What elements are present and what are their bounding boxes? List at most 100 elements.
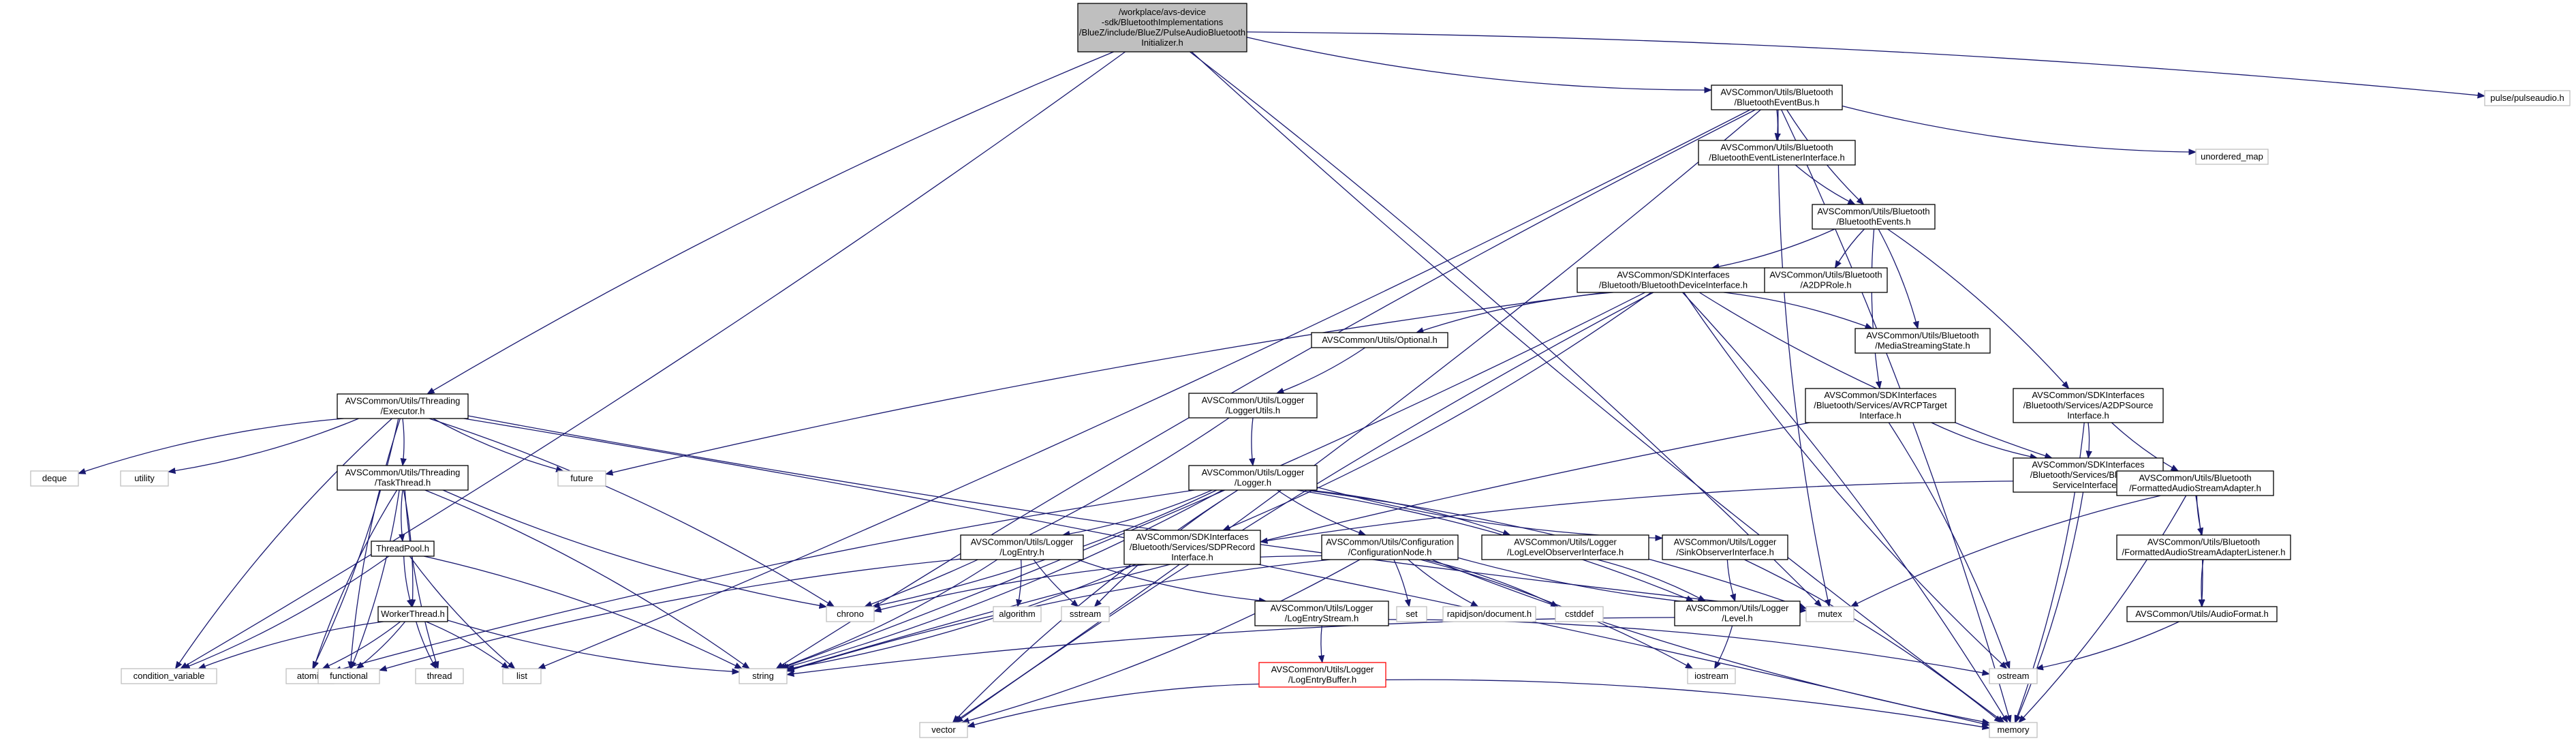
edge-workerthread-to-atomic: [322, 621, 401, 669]
node-loggerutils[interactable]: AVSCommon/Utils/Logger/LoggerUtils.h: [1188, 393, 1318, 419]
edge-loggerutils-to-chrono: [864, 417, 1230, 607]
node-box: [1805, 606, 1855, 622]
node-label-line: /LoggerUtils.h: [1226, 406, 1280, 416]
edge-logentrystream-to-logentrybuffer: [1318, 625, 1325, 664]
node-label-line: Interface.h: [2067, 410, 2109, 421]
node-box: [1077, 3, 1247, 52]
node-label-line: AVSCommon/Utils/Logger: [1514, 537, 1617, 547]
edge-taskthread-to-threadpool: [399, 489, 405, 543]
node-label-line: /Level.h: [1722, 613, 1753, 624]
node-label-line: rapidjson/document.h: [1447, 609, 1532, 619]
node-box: [919, 722, 968, 738]
node-eventlistener[interactable]: AVSCommon/Utils/Bluetooth/BluetoothEvent…: [1698, 140, 1856, 166]
edge-logger-to-loglevelobs: [1307, 489, 1511, 536]
node-box: [1674, 600, 1801, 626]
edge-root-to-eventbus: [1246, 36, 1713, 93]
node-box: [1311, 332, 1448, 348]
edge-threadpool-to-string: [423, 556, 743, 669]
node-label-line: AVSCommon/Utils/Bluetooth: [1769, 270, 1882, 280]
node-box: [2195, 149, 2269, 165]
edge-taskthread-to-functional: [350, 489, 400, 670]
node-box: [1321, 534, 1459, 560]
node-mediastate[interactable]: AVSCommon/Utils/Bluetooth/MediaStreaming…: [1855, 328, 1991, 354]
node-set: set: [1396, 606, 1427, 622]
edge-executor-to-deque: [77, 418, 344, 474]
node-label-line: /TaskThread.h: [375, 478, 431, 488]
node-box: [121, 668, 217, 684]
node-eventbus[interactable]: AVSCommon/Utils/Bluetooth/BluetoothEvent…: [1711, 85, 1843, 110]
edge-root-to-condvar: [179, 51, 1126, 669]
node-logentrybuffer[interactable]: AVSCommon/Utils/Logger/LogEntryBuffer.h: [1258, 662, 1386, 688]
edge-executor-to-condvar: [174, 418, 392, 669]
node-label-line: /LogEntryStream.h: [1285, 613, 1359, 624]
node-label-line: AVSCommon/Utils/Logger: [1686, 603, 1789, 613]
node-events[interactable]: AVSCommon/Utils/Bluetooth/BluetoothEvent…: [1812, 204, 1936, 230]
node-taskthread[interactable]: AVSCommon/Utils/Threading/TaskThread.h: [337, 465, 469, 491]
edge-confignode-to-set: [1393, 559, 1411, 608]
node-box: [1481, 534, 1649, 560]
edge-taskthread-to-thread: [404, 489, 439, 670]
node-box: [557, 470, 606, 487]
node-box: [2116, 534, 2291, 560]
node-label-line: functional: [330, 671, 368, 681]
edge-serviceiface-to-memory: [2015, 491, 2084, 724]
node-box: [1254, 600, 1389, 626]
node-condvar: condition_variable: [121, 668, 217, 684]
node-label-line: AVSCommon/SDKInterfaces: [2032, 459, 2145, 470]
node-label-line: /A2DPRole.h: [1800, 280, 1851, 290]
edge-workerthread-to-thread: [416, 621, 437, 670]
node-loglevelobs[interactable]: AVSCommon/Utils/Logger/LogLevelObserverI…: [1481, 534, 1649, 560]
node-audioformat[interactable]: AVSCommon/Utils/AudioFormat.h: [2126, 606, 2278, 622]
node-workerthread[interactable]: WorkerThread.h: [377, 606, 448, 622]
node-label-line: cstddef: [1565, 609, 1594, 619]
node-box: [1687, 668, 1736, 684]
edge-fmtadapter-to-memory: [2018, 495, 2187, 723]
node-label-line: memory: [1998, 725, 2030, 735]
edge-fmtadapter-to-fmtlistener: [2196, 495, 2204, 536]
edge-avrcp-to-ostream: [1888, 422, 2011, 670]
edge-logger-to-atomic: [332, 489, 1195, 673]
node-label-line: AVSCommon/Utils/Bluetooth: [1866, 331, 1978, 341]
node-list: list: [502, 668, 542, 684]
node-sdprecord[interactable]: AVSCommon/SDKInterfaces/Bluetooth/Servic…: [1123, 530, 1261, 565]
node-label-line: AVSCommon/Utils/Bluetooth: [2147, 537, 2260, 547]
node-box: [2116, 470, 2274, 496]
node-executor[interactable]: AVSCommon/Utils/Threading/Executor.h: [337, 393, 469, 419]
node-sstream: sstream: [1061, 606, 1110, 622]
node-threadpool[interactable]: ThreadPool.h: [371, 541, 435, 557]
node-logger[interactable]: AVSCommon/Utils/Logger/Logger.h: [1188, 465, 1318, 491]
node-avrcp[interactable]: AVSCommon/SDKInterfaces/Bluetooth/Servic…: [1805, 388, 1956, 423]
edge-executor-to-chrono: [429, 418, 835, 607]
node-sinkobs[interactable]: AVSCommon/Utils/Logger/SinkObserverInter…: [1662, 534, 1788, 560]
edge-executor-to-mutex: [467, 415, 1807, 613]
node-optional[interactable]: AVSCommon/Utils/Optional.h: [1311, 332, 1448, 348]
edge-logentrybuffer-to-memory: [1385, 679, 1991, 731]
node-label-line: AVSCommon/Utils/Logger: [1202, 395, 1305, 406]
node-fmtadapter[interactable]: AVSCommon/Utils/Bluetooth/FormattedAudio…: [2116, 470, 2274, 496]
node-logentrystream[interactable]: AVSCommon/Utils/Logger/LogEntryStream.h: [1254, 600, 1389, 626]
node-label-line: /Bluetooth/Services/A2DPSource: [2023, 400, 2154, 410]
node-root[interactable]: /workplace/avs-device-sdk/BluetoothImple…: [1077, 3, 1247, 52]
node-fmtlistener[interactable]: AVSCommon/Utils/Bluetooth/FormattedAudio…: [2116, 534, 2291, 560]
node-a2dprole[interactable]: AVSCommon/Utils/Bluetooth/A2DPRole.h: [1764, 267, 1888, 293]
node-label-line: AVSCommon/Utils/Configuration: [1326, 537, 1454, 547]
edge-eventlistener-to-events: [1795, 164, 1856, 205]
node-a2dpsource[interactable]: AVSCommon/SDKInterfaces/Bluetooth/Servic…: [2013, 388, 2164, 423]
node-box: [1764, 267, 1888, 293]
node-confignode[interactable]: AVSCommon/Utils/Configuration/Configurat…: [1321, 534, 1459, 560]
node-level[interactable]: AVSCommon/Utils/Logger/Level.h: [1674, 600, 1801, 626]
node-box: [1258, 662, 1386, 688]
node-label-line: /BluetoothEventBus.h: [1734, 97, 1819, 108]
edge-taskthread-to-string: [424, 489, 750, 669]
node-label-line: utility: [134, 473, 155, 483]
node-label-line: atomic: [297, 671, 324, 681]
edge-logentry-to-algorithm: [1016, 559, 1023, 608]
node-box: [1989, 668, 2038, 684]
node-label-line: AVSCommon/Utils/Bluetooth: [1720, 87, 1833, 97]
node-deviceiface[interactable]: AVSCommon/SDKInterfaces/Bluetooth/Blueto…: [1577, 267, 1770, 293]
edge-optional-to-loggerutils: [1275, 347, 1366, 394]
edge-serviceiface-to-sdprecord: [1259, 481, 2014, 544]
node-logentry[interactable]: AVSCommon/Utils/Logger/LogEntry.h: [960, 534, 1084, 560]
edge-logger-to-logentry: [1061, 489, 1213, 537]
node-label-line: /Bluetooth/BluetoothDeviceInterface.h: [1599, 280, 1748, 290]
